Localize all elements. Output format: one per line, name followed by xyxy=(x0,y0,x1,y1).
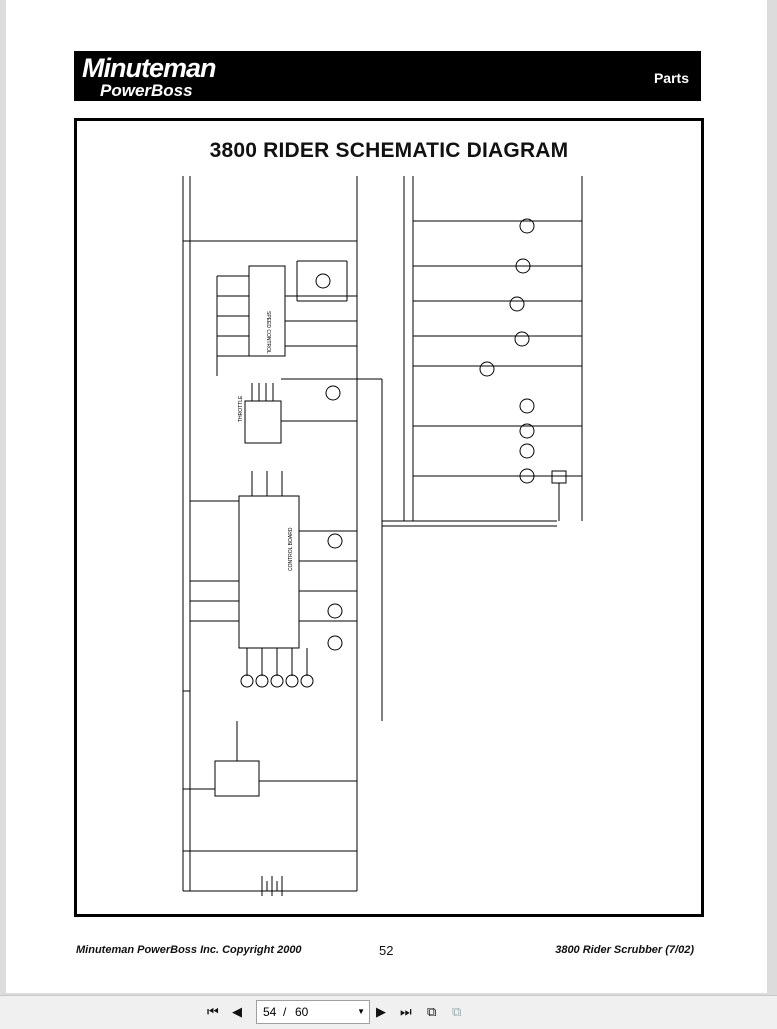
brand-logo-line2: PowerBoss xyxy=(100,81,193,100)
brand-logo-line1: Minuteman xyxy=(82,53,217,83)
footer-copyright: Minuteman PowerBoss Inc. Copyright 2000 xyxy=(76,944,302,956)
footer-page-number: 52 xyxy=(379,943,394,958)
current-page: 54 xyxy=(263,1005,277,1019)
copy-page-icon[interactable]: ⧉ xyxy=(427,1004,437,1019)
last-page-icon[interactable]: ⏭ xyxy=(400,1004,412,1019)
page-header: Minuteman PowerBoss Parts xyxy=(74,51,701,101)
speed-control-label: SPEED CONTROL xyxy=(265,311,271,354)
diagram-title: 3800 RIDER SCHEMATIC DIAGRAM xyxy=(209,139,569,162)
next-page-icon[interactable]: ▶ xyxy=(376,1004,386,1019)
brand-logo: Minuteman PowerBoss xyxy=(82,53,217,100)
chevron-down-icon[interactable]: ▼ xyxy=(357,1007,365,1016)
throttle-label: THROTTLE xyxy=(238,395,244,422)
total-pages: 60 xyxy=(295,1005,309,1019)
page-separator: / xyxy=(283,1005,287,1019)
schematic-diagram: SPEED CONTROL THROTTLE xyxy=(182,176,583,896)
first-page-icon[interactable]: ⏮ xyxy=(207,1004,219,1019)
previous-page-icon[interactable]: ◀ xyxy=(232,1004,242,1019)
diagram-frame: 3800 RIDER SCHEMATIC DIAGRAM SPEED CONTR… xyxy=(74,118,704,917)
footer-model: 3800 Rider Scrubber (7/02) xyxy=(555,944,694,956)
page-selector[interactable]: 54 / 60 ▼ xyxy=(256,1000,370,1024)
viewer-toolbar: ⏮ ◀ 54 / 60 ▼ ▶ ⏭ ⧉ ⧉ xyxy=(0,995,777,1029)
control-board-label: CONTROL BOARD xyxy=(288,527,294,571)
section-label: Parts xyxy=(653,70,689,86)
document-page: Minuteman PowerBoss Parts 3800 RIDER SCH… xyxy=(6,0,767,993)
window-icon[interactable]: ⧉ xyxy=(452,1004,462,1019)
